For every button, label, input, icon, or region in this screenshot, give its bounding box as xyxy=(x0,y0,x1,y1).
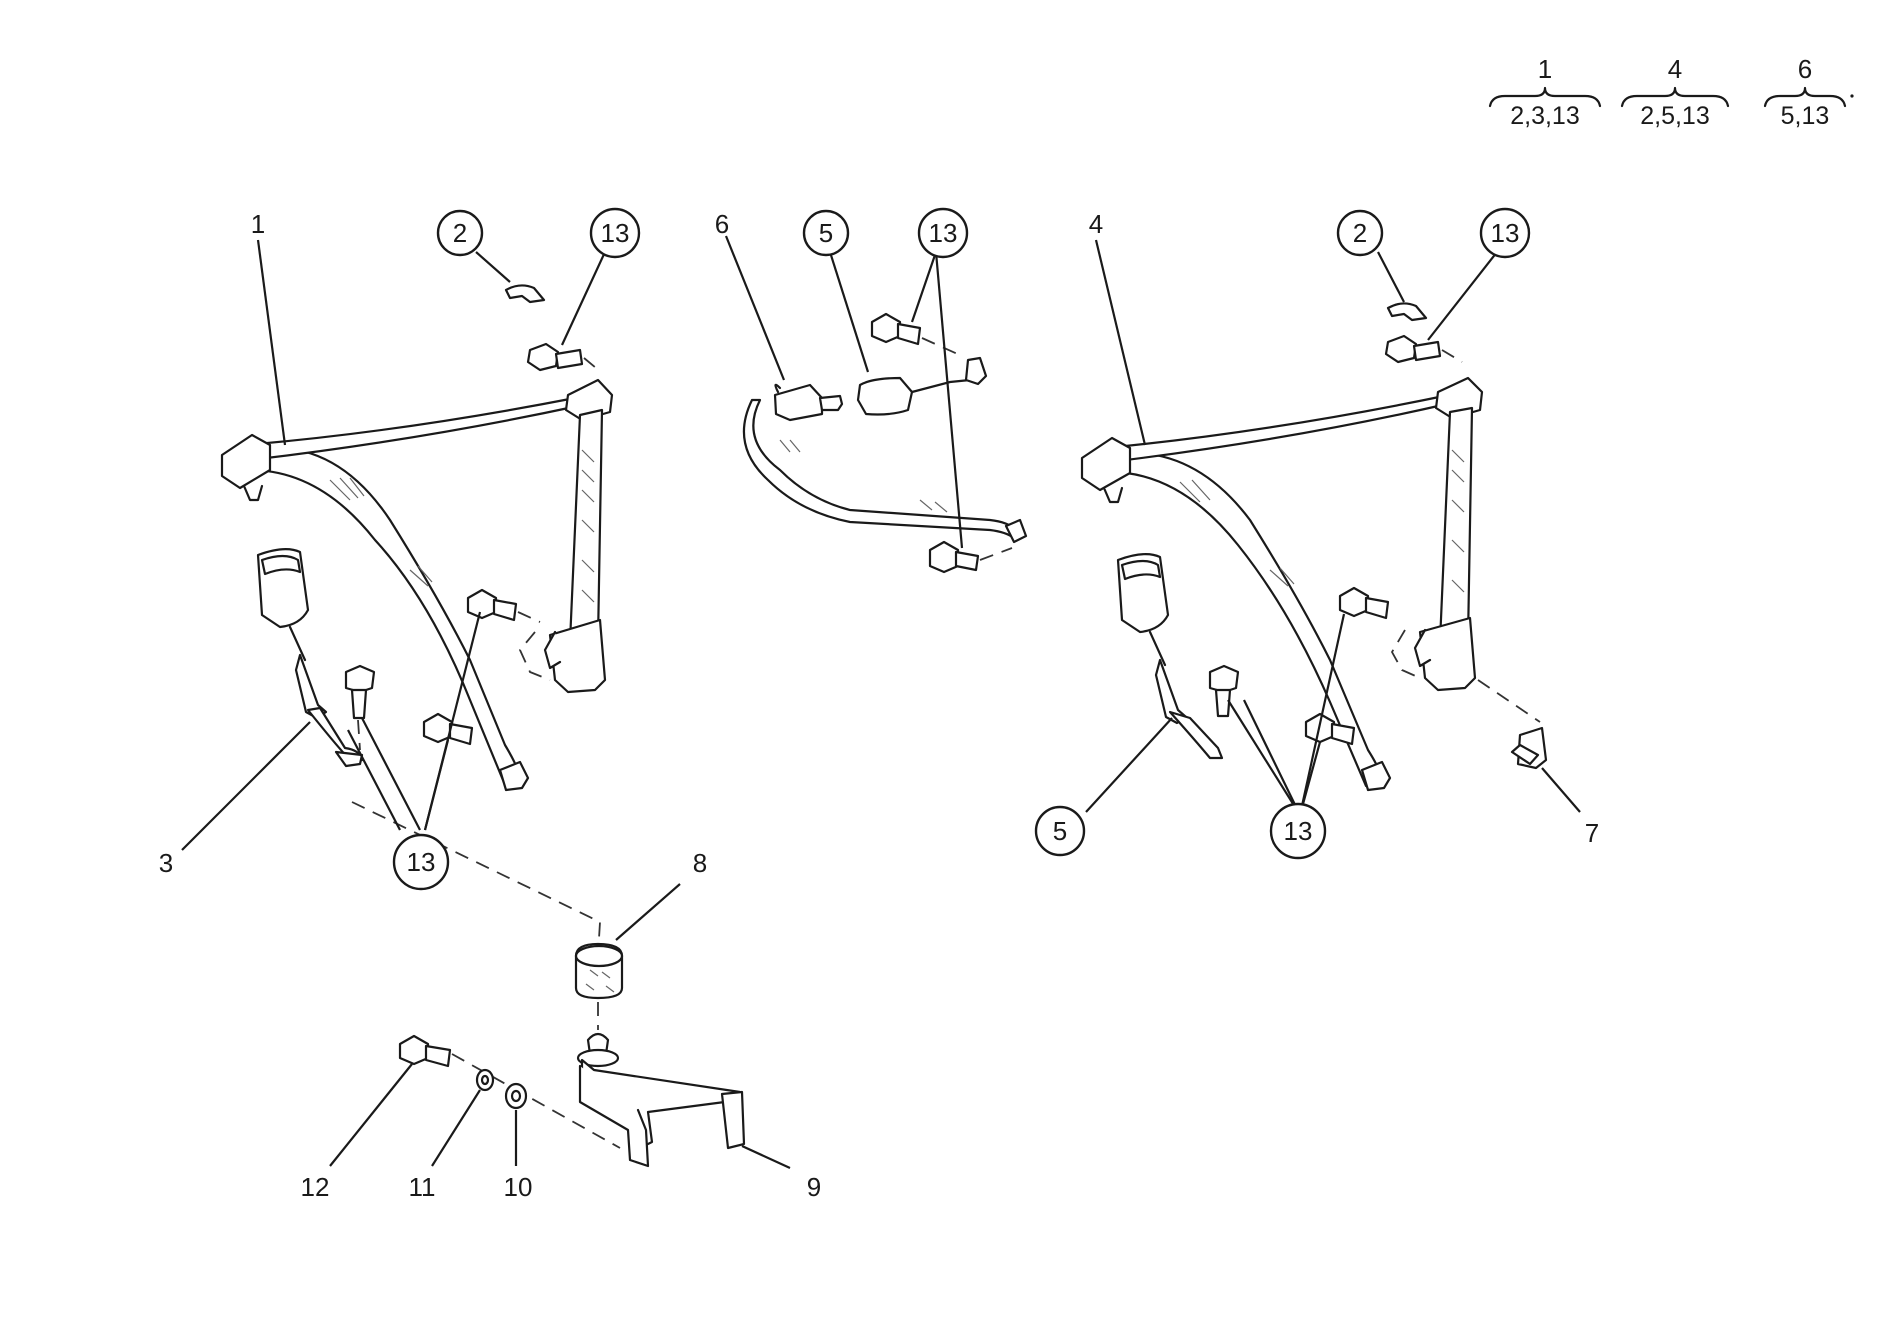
svg-text:11: 11 xyxy=(409,1172,436,1202)
left-belt-anchor-plate xyxy=(220,433,272,490)
right-belt-shoulder-webbing xyxy=(1104,394,1449,464)
callouts: 1 2 13 3 13 6 5 13 4 xyxy=(159,207,1599,1202)
left-belt-lap-end-tongue xyxy=(498,760,530,792)
svg-text:4: 4 xyxy=(1089,209,1103,239)
bolt-left-mid-upper xyxy=(466,588,541,623)
svg-text:5: 5 xyxy=(1053,816,1067,846)
svg-text:8: 8 xyxy=(693,848,707,878)
callout-9: 9 xyxy=(807,1172,821,1202)
right-belt-anchor-bracket xyxy=(1510,726,1548,770)
assembly-key-parent: 6 xyxy=(1798,54,1812,84)
bolt-12 xyxy=(398,1034,452,1068)
left-belt-vertical-webbing xyxy=(568,408,604,644)
callout-2: 2 xyxy=(1336,209,1384,257)
callout-1: 1 xyxy=(251,209,265,239)
callout-13: 13 xyxy=(589,207,641,259)
assembly-key-components: 2,3,13 xyxy=(1510,102,1580,130)
callout-10: 10 xyxy=(504,1172,533,1202)
callout-13: 13 xyxy=(1269,802,1327,860)
svg-text:10: 10 xyxy=(504,1172,533,1202)
svg-text:13: 13 xyxy=(1491,218,1520,248)
bolt-right-top xyxy=(1384,334,1463,364)
centre-lap-tongue xyxy=(773,383,824,422)
centre-lap-belt xyxy=(742,383,1028,544)
callout-5: 5 xyxy=(1034,805,1086,857)
bolt-right-mid-upper xyxy=(1338,586,1390,620)
svg-text:6: 6 xyxy=(715,209,729,239)
spacer-bush xyxy=(574,942,624,1000)
callout-12: 12 xyxy=(301,1172,330,1202)
svg-text:2: 2 xyxy=(1353,218,1367,248)
callout-13: 13 xyxy=(917,207,969,259)
callout-13: 13 xyxy=(392,833,450,891)
assembly-key-components: 2,5,13 xyxy=(1640,102,1710,130)
svg-text:13: 13 xyxy=(407,847,436,877)
callout-7: 7 xyxy=(1585,818,1599,848)
assembly-key-entry-4: 4 2,5,13 xyxy=(1620,54,1730,130)
washer-11 xyxy=(475,1068,495,1092)
assembly-key: 1 2,3,13 4 2,5,13 6 5,13 xyxy=(1488,54,1854,130)
callout-11: 11 xyxy=(409,1172,436,1202)
mounting-hardware xyxy=(351,801,746,1168)
clip-left-top xyxy=(504,284,546,304)
callout-8: 8 xyxy=(693,848,707,878)
svg-text:1: 1 xyxy=(251,209,265,239)
assembly-key-parent: 1 xyxy=(1538,54,1552,84)
belt-mounting-bracket xyxy=(576,1032,746,1168)
clip-right-top xyxy=(1386,302,1428,322)
assembly-key-entry-1: 1 2,3,13 xyxy=(1488,54,1602,130)
right-belt-anchor-plate xyxy=(1080,436,1132,492)
left-belt-retractor xyxy=(548,618,607,694)
bolt-centre-bottom xyxy=(928,540,1013,574)
left-belt-buckle-stalk xyxy=(256,548,364,768)
svg-text:2: 2 xyxy=(453,218,467,248)
callout-2: 2 xyxy=(436,209,484,257)
leader-lines xyxy=(181,235,1581,1169)
callout-3: 3 xyxy=(159,848,173,878)
centre-buckle xyxy=(856,356,988,416)
left-belt-shoulder-webbing xyxy=(243,396,580,462)
bolt-left-top xyxy=(526,342,597,372)
assembly-key-components: 5,13 xyxy=(1781,102,1830,130)
svg-text:13: 13 xyxy=(929,218,958,248)
left-seat-belt-assembly xyxy=(220,378,614,792)
svg-text:13: 13 xyxy=(601,218,630,248)
svg-text:5: 5 xyxy=(819,218,833,248)
right-belt-buckle-stalk xyxy=(1116,553,1224,760)
bolt-left-vertical xyxy=(344,664,376,751)
right-seat-belt-assembly xyxy=(1080,376,1541,792)
washer-10 xyxy=(504,1082,528,1110)
callout-6: 6 xyxy=(715,209,729,239)
right-belt-lap-end-tongue xyxy=(1360,760,1392,792)
svg-text:9: 9 xyxy=(807,1172,821,1202)
bolt-centre-top xyxy=(870,312,963,357)
svg-text:3: 3 xyxy=(159,848,173,878)
callout-4: 4 xyxy=(1089,209,1103,239)
assembly-key-entry-6: 6 5,13 xyxy=(1763,54,1854,130)
svg-text:12: 12 xyxy=(301,1172,330,1202)
right-belt-vertical-webbing xyxy=(1438,406,1474,644)
bolt-right-vertical xyxy=(1208,664,1240,718)
callout-13: 13 xyxy=(1479,207,1531,259)
centre-lap-webbing xyxy=(742,398,1018,540)
right-belt-retractor xyxy=(1418,616,1477,692)
svg-text:13: 13 xyxy=(1284,816,1313,846)
callout-5: 5 xyxy=(802,209,850,257)
assembly-key-parent: 4 xyxy=(1668,54,1682,84)
svg-text:7: 7 xyxy=(1585,818,1599,848)
